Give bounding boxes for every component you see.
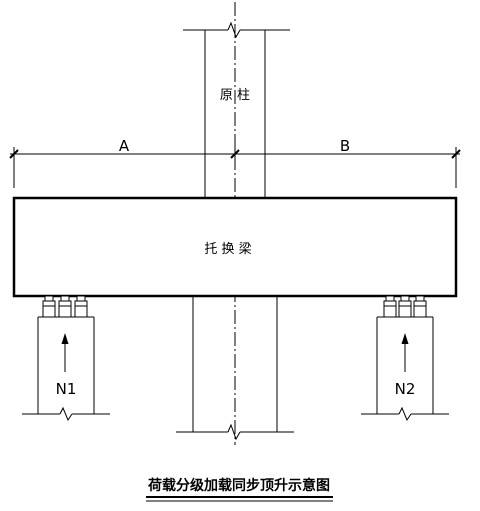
left-jack-group	[42, 295, 88, 318]
diagram-caption: 荷载分级加载同步顶升示意图	[147, 477, 330, 494]
original-column	[183, 21, 290, 198]
jack-icon	[42, 295, 56, 318]
left-support-pier	[22, 316, 110, 422]
force-arrow-right	[401, 333, 409, 372]
dimension-line	[9, 147, 461, 188]
beam-label: 托 换 梁	[204, 242, 251, 257]
lower-column	[176, 296, 294, 441]
dimension-label-a: A	[119, 137, 130, 155]
jack-icon	[398, 295, 412, 318]
jack-icon	[58, 295, 72, 318]
jack-icon	[383, 295, 397, 318]
jack-icon	[413, 295, 427, 318]
dimension-label-b: B	[340, 137, 350, 155]
column-label: 原 柱	[220, 88, 250, 103]
force-arrow-left	[61, 333, 69, 372]
jack-icon	[74, 295, 88, 318]
force-label-n1: N1	[56, 380, 77, 398]
transfer-beam	[12, 196, 458, 298]
right-jack-group	[383, 295, 427, 318]
force-label-n2: N2	[395, 380, 416, 398]
